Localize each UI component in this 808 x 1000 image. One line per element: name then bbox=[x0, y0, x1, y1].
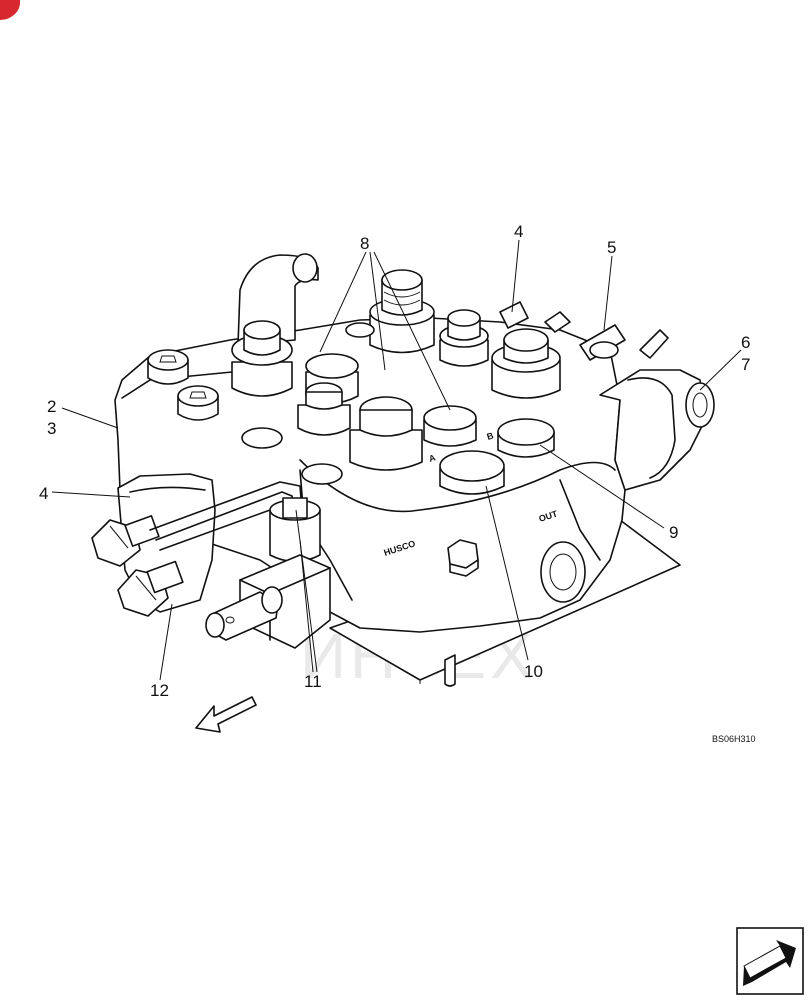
casting-mark-b: B bbox=[486, 430, 496, 442]
plug-center-small bbox=[423, 405, 477, 447]
fitting-4-top bbox=[499, 301, 529, 329]
out-port bbox=[540, 541, 586, 603]
connector-lower bbox=[117, 560, 184, 617]
next-page-arrow-icon[interactable] bbox=[736, 927, 804, 995]
open-port-1 bbox=[241, 427, 283, 449]
callout-11: 11 bbox=[304, 672, 322, 691]
fitting-center-lower bbox=[349, 396, 423, 471]
connector-upper bbox=[91, 515, 160, 567]
casting-mark-a: A bbox=[428, 452, 438, 464]
callout-3: 3 bbox=[47, 419, 56, 438]
fitting-top-left bbox=[231, 320, 293, 397]
end-cap bbox=[599, 369, 706, 491]
callout-4-left: 4 bbox=[39, 484, 48, 503]
end-cap-port bbox=[685, 382, 715, 428]
callout-12: 12 bbox=[150, 681, 169, 700]
direction-arrow-icon bbox=[195, 696, 257, 733]
callout-10: 10 bbox=[524, 662, 543, 681]
clevis-pin bbox=[205, 586, 283, 641]
cap-screw-2 bbox=[177, 385, 219, 421]
hex-plug-small bbox=[447, 539, 479, 577]
mount-stud bbox=[444, 654, 456, 687]
fitting-right-large bbox=[491, 328, 561, 399]
corner-badge-icon bbox=[0, 0, 21, 21]
callout-9: 9 bbox=[669, 523, 678, 542]
callout-5: 5 bbox=[607, 238, 616, 257]
plug-left-b bbox=[297, 382, 351, 436]
fitting-small-top bbox=[439, 309, 489, 367]
open-port-2 bbox=[301, 463, 343, 485]
plug-center-10 bbox=[439, 450, 505, 495]
plug-right-9 bbox=[497, 418, 555, 458]
open-port-3 bbox=[345, 322, 375, 338]
fitting-angled-5 bbox=[544, 311, 669, 361]
callout-4-top: 4 bbox=[514, 222, 523, 241]
cap-screw-1 bbox=[147, 349, 189, 385]
drawing-code: BS06H310 bbox=[712, 734, 756, 744]
leader-lines bbox=[51, 239, 742, 681]
fitting-center-tall bbox=[369, 269, 435, 354]
callout-2: 2 bbox=[47, 397, 56, 416]
callout-8: 8 bbox=[360, 234, 369, 253]
callout-7: 7 bbox=[741, 355, 750, 374]
solenoid-11 bbox=[269, 497, 321, 563]
callout-6: 6 bbox=[741, 333, 750, 352]
